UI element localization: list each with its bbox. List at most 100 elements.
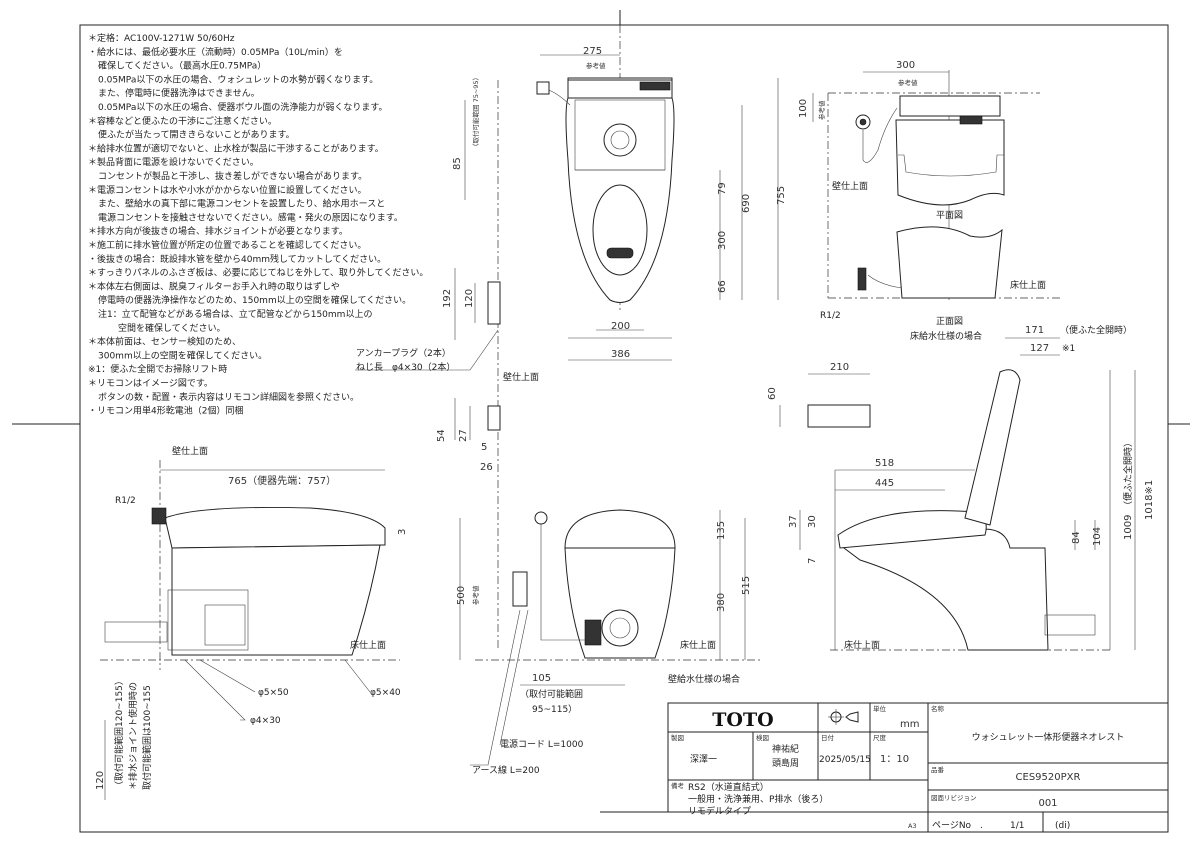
dim-79: 79 xyxy=(717,182,728,195)
dim-200: 200 xyxy=(611,321,630,332)
screw-note: ねじ長 φ4×30（2本） xyxy=(356,361,455,373)
name-label: 名称 xyxy=(931,704,945,713)
drawn-label: 製図 xyxy=(671,733,684,742)
dim-380: 380 xyxy=(716,593,727,612)
sheet-border xyxy=(79,24,1169,833)
unit-value: mm xyxy=(900,719,919,730)
plan-view-label: 平面図 xyxy=(936,210,963,221)
dim-127: 127 xyxy=(1030,343,1049,354)
scale-label: 尺度 xyxy=(873,733,887,742)
pipe-r12-label: R1/2 xyxy=(820,311,841,321)
dim-note: （取付可能範囲 75~95） xyxy=(471,74,480,150)
range-note: （取付可能範囲120~155） xyxy=(113,676,125,790)
screw-spec: φ4×30 xyxy=(250,716,281,726)
front-view-label: 正面図 xyxy=(936,316,963,327)
floor-surface-label: 床仕上面 xyxy=(844,639,880,651)
floor-surface-label: 床仕上面 xyxy=(680,639,716,651)
note-line: ＊電源コンセントは水や小水がかからない位置に設置してください。 xyxy=(88,184,366,196)
dim-66: 66 xyxy=(717,280,728,293)
note-line: ※1：便ふた全開でお掃除リフト時 xyxy=(88,363,227,375)
dim-5: 5 xyxy=(481,442,487,453)
dim-37: 37 xyxy=(788,515,799,528)
anchor-note: アンカープラグ（2本） xyxy=(356,347,451,359)
note-line: ＊給排水位置が適切でないと、止水栓が製品に干渉することがあります。 xyxy=(88,142,384,154)
lid-open-note: （便ふた全開時） xyxy=(1060,324,1132,336)
title-block: TOTO 単位 mm 製図 深澤一 検図 神祐紀 頭島周 日付 2025/05/… xyxy=(600,702,1169,833)
dimension-labels: 275 参考値 85 （取付可能範囲 75~95） 79 690 755 300… xyxy=(95,46,1155,790)
wall-surface-label: 壁仕上面 xyxy=(503,371,539,383)
dim-26: 26 xyxy=(480,462,493,473)
checked-by: 頭島周 xyxy=(772,757,799,769)
dim-300: 300 xyxy=(896,60,915,71)
note-line: 0.05MPa以下の水圧の場合、便器ボウル面の洗浄能力が弱くなります。 xyxy=(98,101,387,113)
dim-3: 3 xyxy=(397,529,408,535)
note-line: 300mm以上の空間を確保してください。 xyxy=(98,349,267,361)
note-line: また、壁給水の真下部に電源コンセントを設置したり、給水用ホースと xyxy=(98,198,385,210)
dim-500: 500 xyxy=(456,586,467,605)
checked-by: 神祐紀 xyxy=(772,743,799,755)
dim-60: 60 xyxy=(767,387,778,400)
dim-84: 84 xyxy=(1071,531,1082,544)
note-line: 停電時の便器洗浄操作などのため、150mm以上の空間を確保してください。 xyxy=(98,294,411,306)
part-number: CES9520PXR xyxy=(1016,772,1081,783)
note-line: 空間を確保してください。 xyxy=(118,322,225,334)
joint-note: ＊排水ジョイント使用時の xyxy=(127,682,139,790)
dim-27: 27 xyxy=(458,429,469,442)
dim-note: 参考値 xyxy=(586,61,606,70)
side-view-left xyxy=(100,460,400,800)
floor-surface-label: 床仕上面 xyxy=(1010,279,1046,291)
floor-supply-label: 床給水仕様の場合 xyxy=(910,330,982,342)
revision-label: 図面リビジョン xyxy=(931,793,977,802)
power-cord-label: 電源コード L=1000 xyxy=(500,739,584,750)
notes-block: ＊定格：AC100V-1271W 50/60Hz・給水には、最低必要水圧（流動時… xyxy=(88,32,428,417)
dim-54: 54 xyxy=(436,429,447,442)
note-line: ・給水には、最低必要水圧（流動時）0.05MPa（10L/min）を xyxy=(88,46,343,58)
dim-85: 85 xyxy=(452,157,463,170)
checked-label: 検図 xyxy=(756,733,769,742)
side-view-right xyxy=(779,369,1136,651)
dim-30: 30 xyxy=(807,515,818,528)
scale-value: 1：10 xyxy=(880,754,909,765)
wall-surface-label: 壁仕上面 xyxy=(832,180,868,192)
pipe-r12-label: R1/2 xyxy=(115,496,136,506)
remarks-line: RS2（水道直結式） xyxy=(688,781,769,793)
sheet-size: A3 xyxy=(908,822,917,830)
remote-control xyxy=(807,404,871,428)
dim-171: 171 xyxy=(1025,325,1044,336)
dim-386: 386 xyxy=(611,349,630,360)
dim-765: 765（便器先端：757） xyxy=(228,474,336,487)
front-view xyxy=(459,509,760,766)
dim-135: 135 xyxy=(716,521,727,540)
dim-104: 104 xyxy=(1092,527,1103,546)
revision-value: 001 xyxy=(1038,798,1057,809)
note-line: 注1：立て配管などがある場合は、立て配管などから150mm以上の xyxy=(98,308,372,320)
sheet-mark: (di) xyxy=(1055,821,1070,831)
page-label: ページNo . xyxy=(932,821,983,831)
dim-515: 515 xyxy=(741,576,752,595)
note-line: ボタンの数・配置・表示内容はリモコン詳細図を参照ください。 xyxy=(98,391,359,403)
dim-1009: 1009 xyxy=(1123,515,1134,540)
drawn-by: 深澤一 xyxy=(690,754,717,765)
dim-120: 120 xyxy=(464,289,475,308)
remarks-line: リモデルタイプ xyxy=(688,805,751,817)
dim-7: 7 xyxy=(807,558,818,564)
dim-300: 300 xyxy=(717,231,728,250)
dim-518: 518 xyxy=(875,458,894,469)
note-line: ＊製品背面に電源を設けないでください。 xyxy=(88,156,259,168)
joint-note: 取付可能範囲は100~155 xyxy=(141,685,153,790)
dim-note: 参考値 xyxy=(898,78,918,87)
note-line: ＊容棒などと便ふたの干渉にご注意ください。 xyxy=(88,115,277,127)
lid-open-note: （便ふた全開時） xyxy=(1122,438,1134,510)
part-label: 品番 xyxy=(931,766,945,774)
toto-logo: TOTO xyxy=(712,709,773,731)
dim-120: 120 xyxy=(95,771,106,790)
dim-note: 参考値 xyxy=(471,585,480,605)
footnote-mark: ※1 xyxy=(1062,344,1075,354)
dim-105: 105 xyxy=(532,673,551,684)
screw-spec: φ5×40 xyxy=(370,688,401,698)
note-line: 電源コンセントを接触させないでください。感電・発火の原因になります。 xyxy=(98,211,403,223)
note-line: 便ふたが当たって開ききらないことがあります。 xyxy=(98,129,295,141)
note-line: ＊すっきりパネルのふさぎ板は、必要に応じてねじを外して、取り外してください。 xyxy=(88,267,428,279)
note-line: 確保してください。（最高水圧0.75MPa） xyxy=(98,60,266,72)
